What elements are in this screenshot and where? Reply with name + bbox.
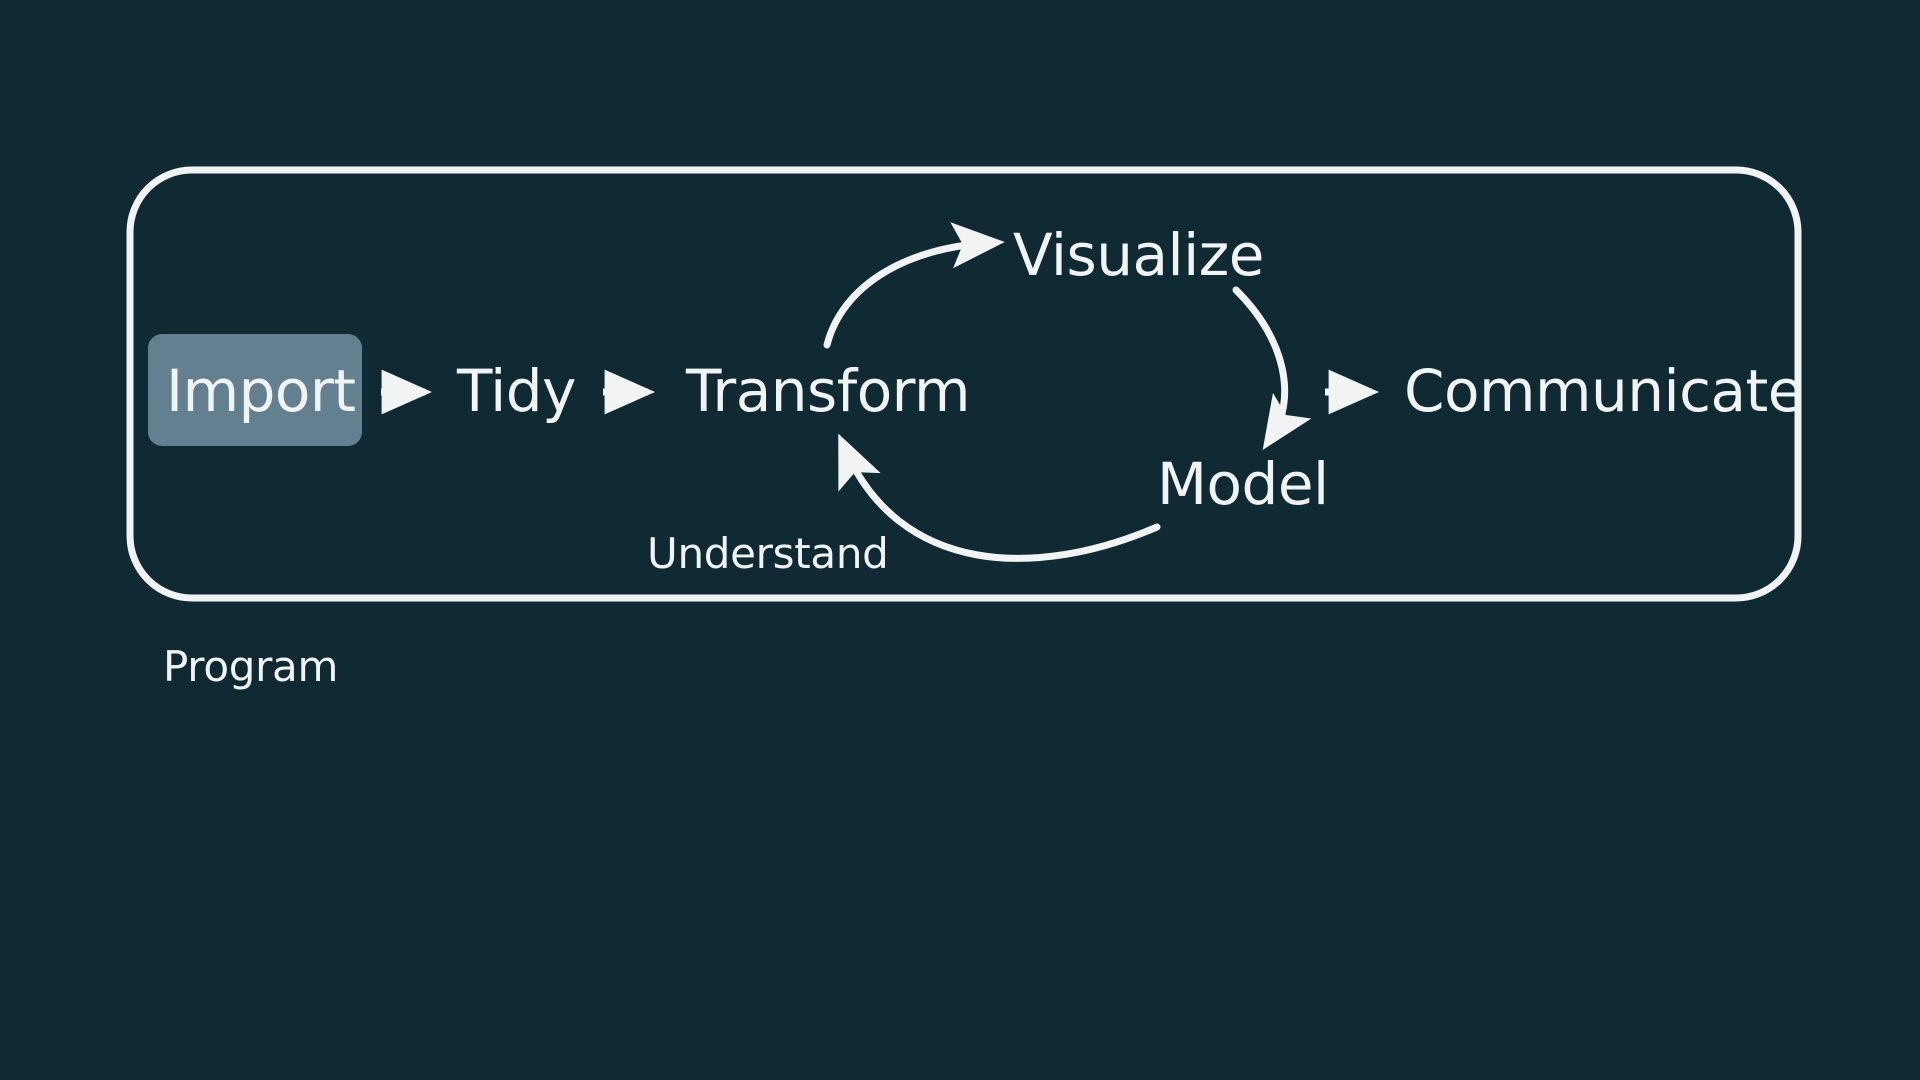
arrow-visualize-to-model — [1232, 286, 1312, 450]
stage-label-tidy[interactable]: Tidy — [457, 357, 576, 425]
stage-label-communicate[interactable]: Communicate — [1404, 357, 1803, 425]
arrow-transform-to-visualize — [823, 222, 1005, 349]
program-container-outline — [126, 166, 1802, 602]
stage-label-visualize[interactable]: Visualize — [1013, 221, 1264, 289]
arrow-model-to-transform — [838, 433, 1161, 562]
stage-import-highlight[interactable] — [148, 334, 362, 446]
stage-label-model[interactable]: Model — [1157, 450, 1329, 518]
stage-label-import[interactable]: Import — [166, 357, 356, 425]
cycle-label-understand: Understand — [647, 529, 889, 578]
container-label-program: Program — [163, 642, 339, 691]
stage-label-transform[interactable]: Transform — [686, 357, 971, 425]
